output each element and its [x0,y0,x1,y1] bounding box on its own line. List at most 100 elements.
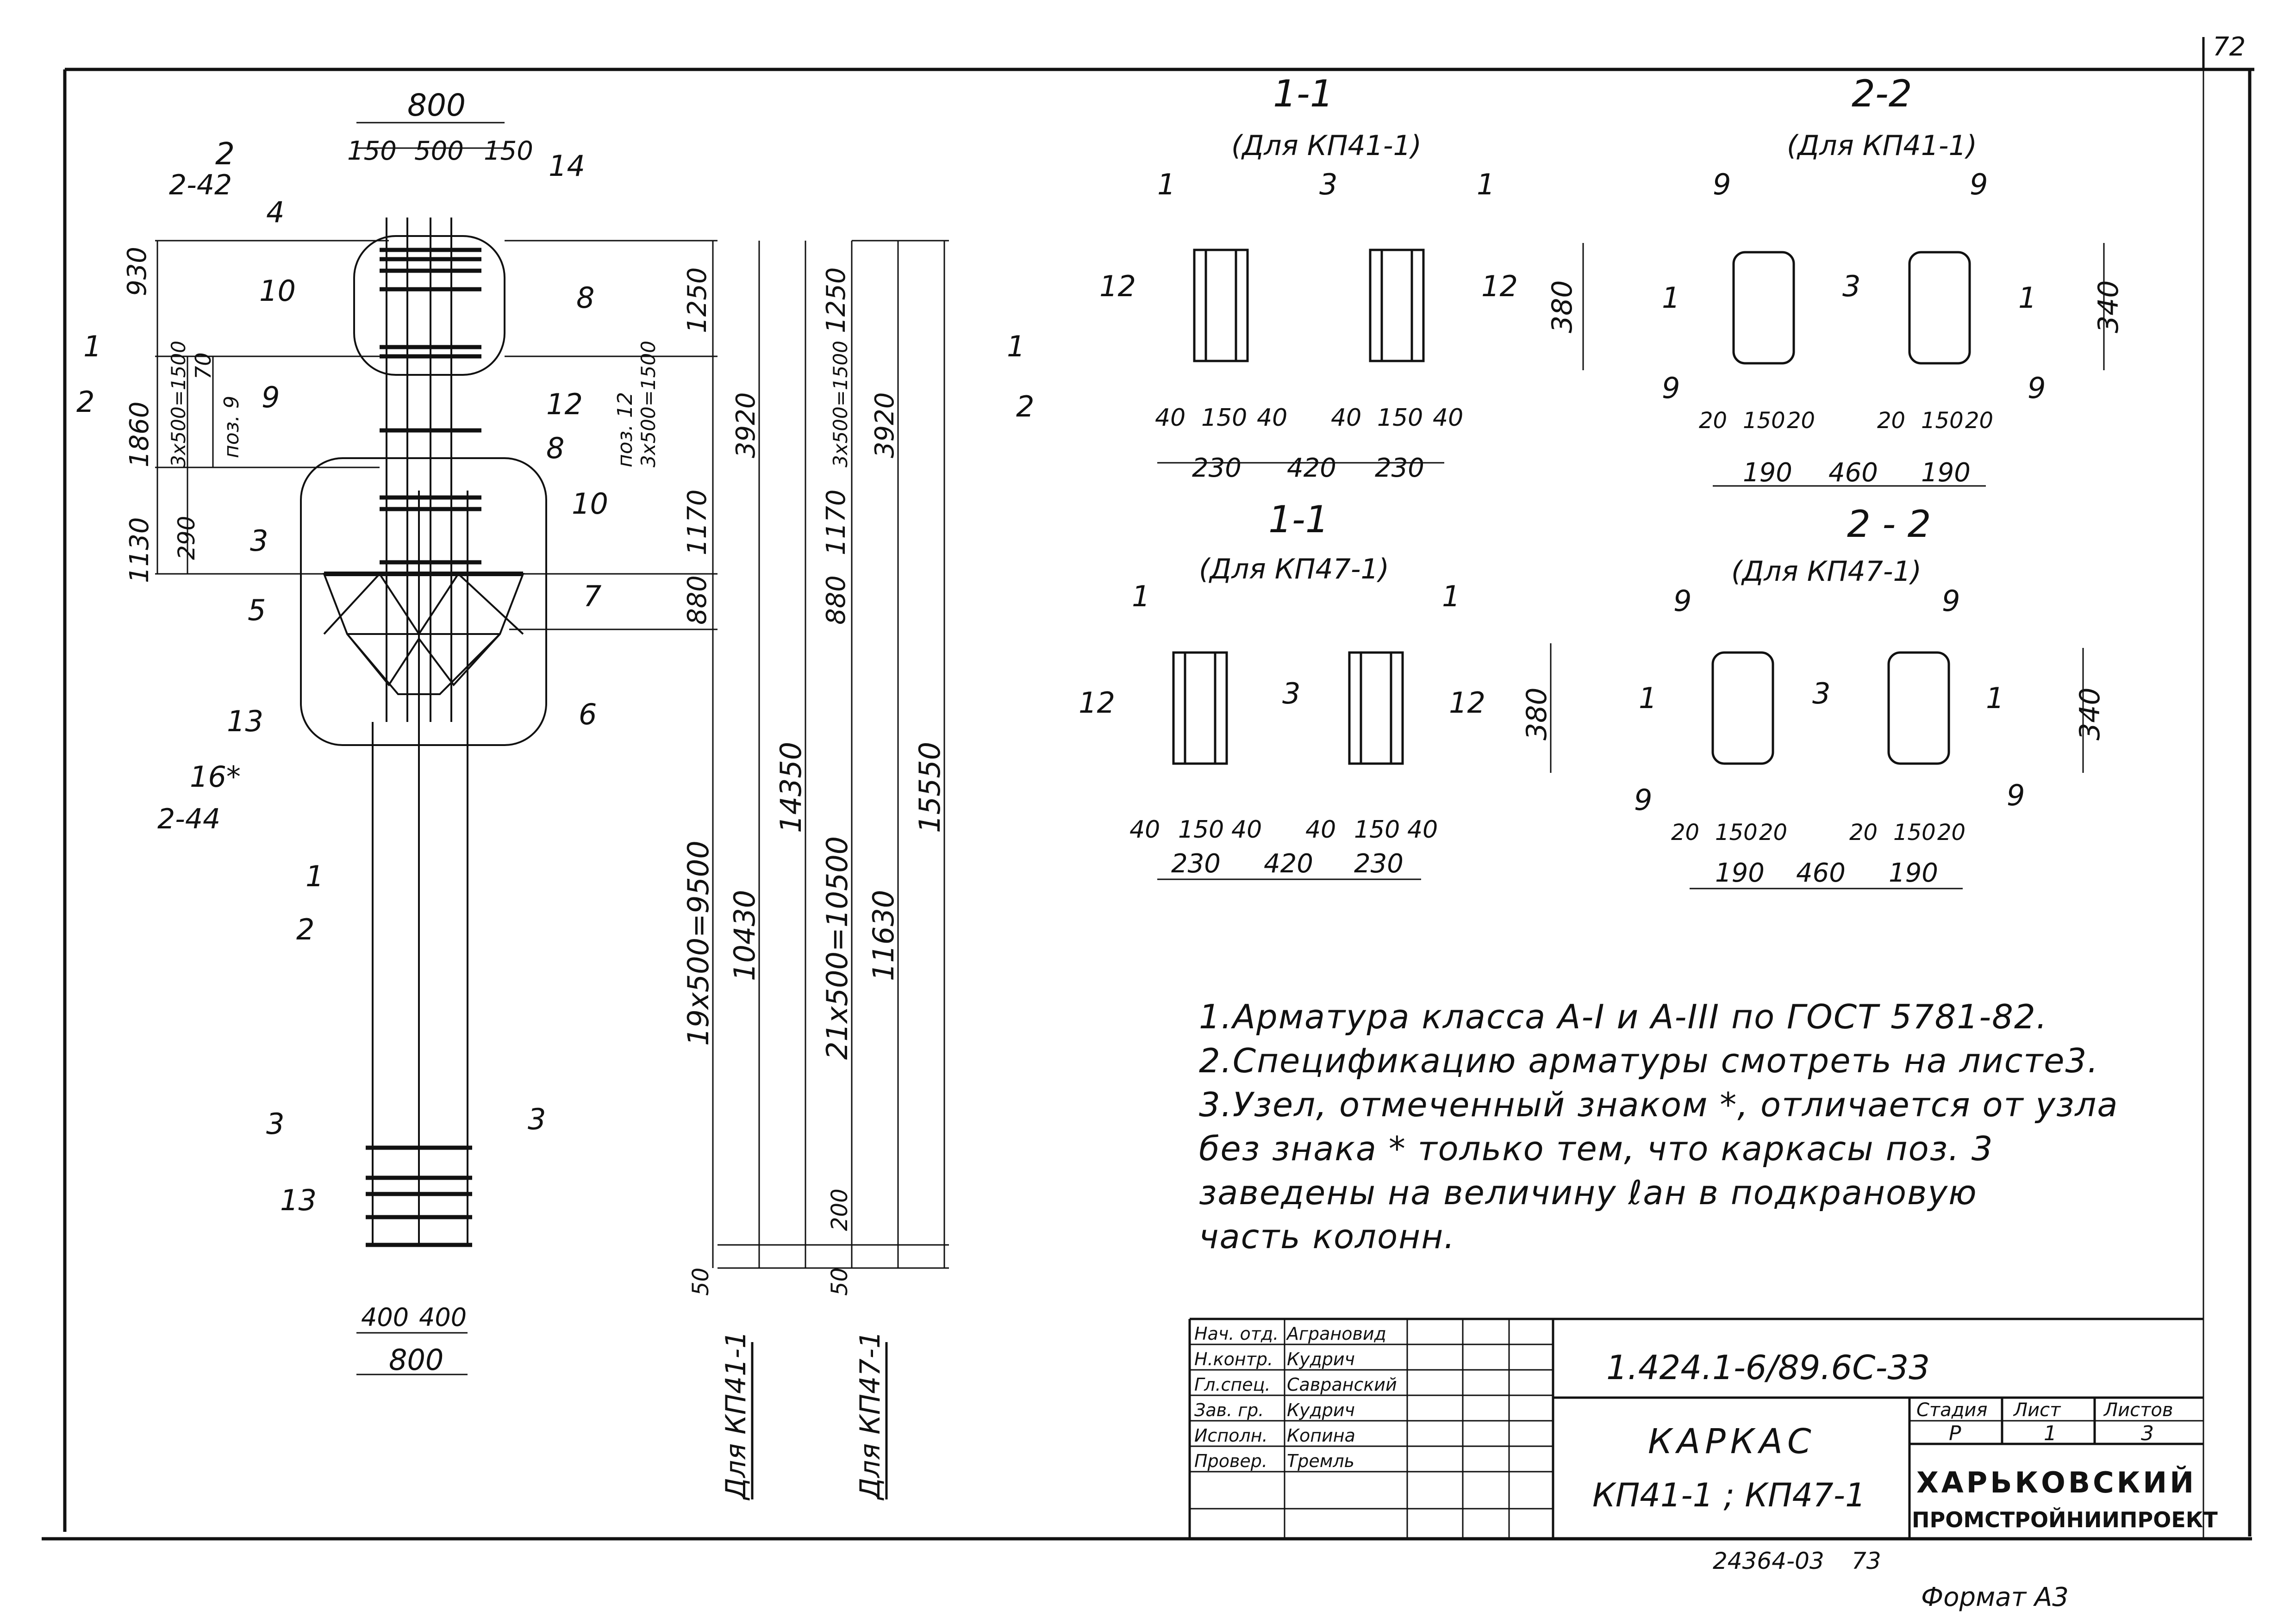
section-2-callout-0: 9 [1713,168,1731,201]
section-4-bottom-0: 190 [1715,858,1765,888]
title-name-1: КАРКАС [1648,1422,1816,1461]
top-dim-mid: 500 [414,136,464,166]
section-1-height: 380 [1546,280,1578,333]
mid-dim-1250: 1250 [682,267,712,333]
section-2-callout-2: 1 [1662,281,1680,315]
sheets-value: 3 [2141,1422,2154,1445]
callout-5: 5 [248,593,266,627]
callout-1: 1 [306,859,324,893]
long-dim-14350: 14350 [774,742,808,833]
stage-header: Стадия [1916,1399,1987,1421]
section-3-callout-1: 1 [1442,579,1460,613]
section-2-dim-2: 20 [1787,408,1815,434]
callout-13: 13 [227,704,263,738]
section-1-callout-0: 1 [1157,168,1175,201]
section-2-callout-3: 3 [1842,269,1860,303]
section-3-callout-3: 3 [1282,677,1300,710]
section-2-callout-4: 1 [2018,281,2036,315]
role-4: Исполн. [1194,1425,1268,1446]
left-inner-290: 290 [173,516,200,560]
section-1-subtitle: (Для КП41-1) [1231,130,1422,162]
section-4-dim-4: 150 [1893,820,1936,846]
section-1-callout-2: 1 [1477,168,1495,201]
role-1: Н.контр. [1194,1349,1273,1369]
sheet-header: Лист [2013,1399,2061,1421]
left-inner-1500: 3x500=1500 [167,341,190,467]
bottom-width-dim: 800 [389,1343,443,1377]
section-4-dim-0: 20 [1671,820,1699,846]
left-dim-930: 930 [122,247,152,296]
section-2-subtitle: (Для КП41-1) [1787,130,1977,162]
callout-8b: 8 [546,431,564,465]
long-dim-9500: 19x500=9500 [681,840,715,1046]
elevation-dimensions [155,122,949,1375]
section-4-title: 2 - 2 [1847,503,1931,546]
section-1-dim-5: 40 [1433,404,1463,432]
callout-7: 7 [583,579,601,613]
section-1-bottom-2: 230 [1375,453,1424,483]
section-3-subtitle: (Для КП47-1) [1199,553,1389,585]
note-line-1: 1.Арматура класса А-I и А-III по ГОСТ 57… [1199,997,2048,1036]
role-5: Провер. [1194,1451,1267,1471]
long-dim-10430: 10430 [728,890,761,981]
variant-underlines [751,1342,888,1499]
long-dim-b-50: 50 [827,1268,853,1296]
section-4-dim-2: 20 [1759,820,1787,846]
section-mark-3-left: 3 [266,1107,284,1141]
section-3-bottom-0: 230 [1171,849,1221,879]
callout-10: 10 [259,274,296,308]
section-3-dim-5: 40 [1407,816,1438,844]
note-line-5: заведены на величину ℓан в подкрановую [1199,1173,1978,1212]
stage-value: Р [1949,1422,1961,1445]
callout-4: 4 [266,195,284,229]
callout-16: 16* [190,760,241,794]
left-dim-1860: 1860 [125,401,155,467]
doc-code: 24364-03 [1713,1548,1824,1574]
section-4-dim-1: 150 [1715,820,1758,846]
sheets-header: Листов [2103,1399,2173,1421]
long-dim-3920-a: 3920 [731,392,761,458]
name-4: Копина [1287,1425,1355,1446]
section-3-title: 1-1 [1268,498,1329,541]
section-4-bottom-1: 460 [1796,858,1846,888]
callout-13b: 13 [280,1183,317,1217]
section-2-dim-0: 20 [1699,408,1727,434]
section-4-dim-3: 20 [1849,820,1878,846]
title-block-grid [1188,1318,2203,1539]
section-1-dim-2: 40 [1257,404,1287,432]
section-4-callout-3: 3 [1812,677,1830,710]
section-2-callout-6: 9 [2028,371,2046,405]
section-4-callout-6: 9 [2007,778,2025,812]
org-line-1: ХАРЬКОВСКИЙ [1916,1466,2196,1499]
callout-14: 14 [549,149,585,183]
long-dim-b-3920: 3920 [870,392,900,458]
left-inner-70: 70 [191,352,216,379]
name-5: Тремль [1287,1451,1354,1471]
section-1-title: 1-1 [1273,72,1334,115]
section-1-callout-1: 3 [1319,168,1337,201]
section-3-bottom-2: 230 [1354,849,1404,879]
section-3-dim-3: 40 [1305,816,1336,844]
mid-dim-1170: 1170 [682,489,712,555]
designation: 1.424.1-6/89.6С-33 [1606,1348,1930,1387]
section-1-callout-3: 12 [1099,269,1136,303]
long-dim-b-10500: 21x500=10500 [820,836,854,1060]
section-2-bottom-2: 190 [1921,458,1971,488]
left-inner-poz9: поз. 9 [220,396,243,458]
callout-9: 9 [262,380,280,414]
callout-3: 3 [250,524,268,558]
mid-dim-880: 880 [682,575,712,625]
section-mark-2-right: 2 [1016,390,1034,423]
note-line-3: 3.Узел, отмеченный знаком *, отличается … [1199,1085,2119,1124]
section-3-dim-2: 40 [1231,816,1262,844]
section-4-height: 340 [2074,687,2106,740]
long-dim-b-880: 880 [821,575,851,625]
section-3-callout-2: 12 [1079,686,1115,720]
section-4-dim-5: 20 [1937,820,1965,846]
section-2-bottom-0: 190 [1743,458,1792,488]
callout-2-42: 2-42 [169,169,232,201]
bottom-dim-right: 400 [419,1303,467,1332]
section-2-dim-3: 20 [1877,408,1905,434]
